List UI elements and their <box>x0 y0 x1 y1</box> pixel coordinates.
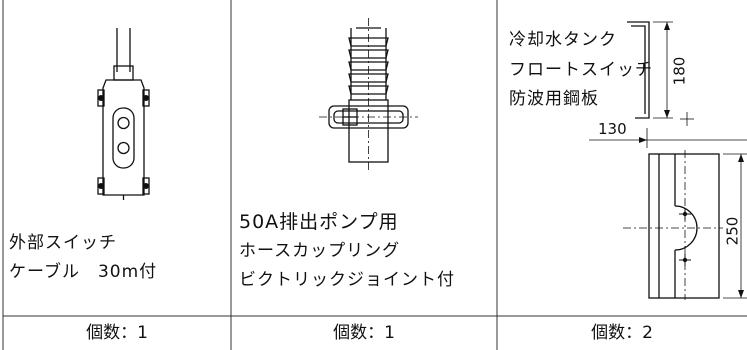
quantity-label: 個数：1 <box>333 323 395 343</box>
caption-line-1: 外部スイッチ <box>9 233 117 253</box>
coupling-drawing <box>319 18 418 172</box>
caption-line-1: 50A排出ポンプ用 <box>239 211 399 233</box>
caption-line-1: 冷却水タンク <box>509 30 617 50</box>
panel-external-switch: 外部スイッチ ケーブル 30m付 <box>3 0 231 316</box>
quantity-label: 個数：1 <box>86 323 148 343</box>
quantity-label: 個数：2 <box>591 323 653 343</box>
caption-line-3: 防波用鋼板 <box>509 89 599 109</box>
caption-line-2: フロートスイッチ <box>509 60 653 80</box>
dimension-height-bottom-label: 250 <box>723 216 742 246</box>
panel-hose-coupling: 50A排出ポンプ用 ホースカップリング ビクトリックジョイント付 <box>231 0 497 316</box>
plate-drawing <box>589 21 747 300</box>
float-switch-drawing <box>97 28 150 200</box>
dimension-height-top-label: 180 <box>670 56 689 86</box>
caption-line-2: ホースカップリング <box>239 241 401 261</box>
panel-baffle-plate: 冷却水タンク フロートスイッチ 防波用鋼板 <box>497 0 747 316</box>
caption-line-3: ビクトリックジョイント付 <box>239 270 455 290</box>
dimension-width-label: 130 <box>598 120 627 138</box>
caption-line-2: ケーブル 30m付 <box>9 262 158 282</box>
